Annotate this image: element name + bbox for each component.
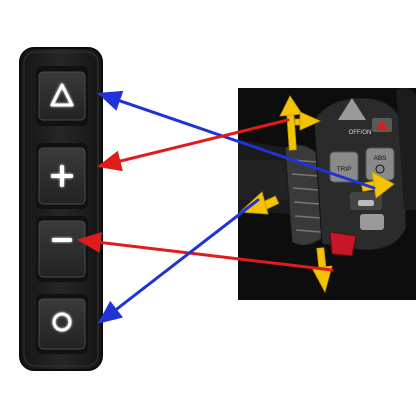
minus-button[interactable] [36, 216, 88, 282]
direction-arrow-down [311, 247, 333, 294]
plus-button[interactable] [36, 143, 88, 209]
triangle-icon [50, 83, 74, 107]
mapping-arrow-minus [77, 232, 334, 272]
direction-arrow-up [279, 95, 303, 151]
trip-label: TRIP [337, 166, 352, 173]
keypad-remote [19, 47, 103, 371]
off-on-switch: OFF/ON [338, 98, 371, 136]
mapping-arrow-circle [97, 198, 260, 324]
mapping-arrows [77, 90, 376, 324]
triangle-button[interactable] [36, 66, 88, 126]
red-trigger [329, 231, 357, 257]
mapping-arrow-plus [97, 118, 290, 172]
off-on-label: OFF/ON [349, 130, 372, 136]
circle-button[interactable] [36, 294, 88, 354]
circle-icon [52, 312, 72, 332]
abs-label: ABS [373, 155, 387, 162]
direction-arrow-right [294, 111, 321, 131]
mapping-arrow-triangle [97, 90, 376, 190]
abs-button: ABS [365, 147, 395, 181]
plus-icon [51, 165, 73, 187]
minus-icon [52, 238, 72, 242]
handlebar-photo: OFF/ON TRIP ABS [238, 88, 416, 300]
hazard-icon [376, 120, 388, 130]
